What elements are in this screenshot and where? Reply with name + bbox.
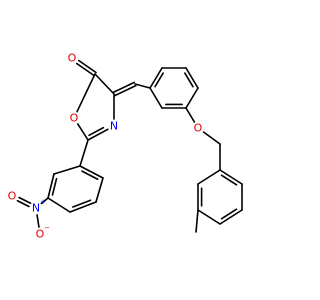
- atom-n-ring: N: [110, 120, 118, 133]
- bond-A4-O_ether: [185, 107, 196, 123]
- bond-B4-B5: [197, 209, 221, 225]
- bond-A6-A1-inner: [154, 72, 164, 88]
- bond-CH-A6: [134, 83, 151, 89]
- bond-O_ring-C5: [76, 73, 96, 113]
- charge-sign: −: [44, 224, 50, 232]
- bond-D1-D2-inner: [81, 170, 99, 181]
- atom-o-nitro-double: O: [8, 190, 17, 203]
- charge-sign: +: [40, 198, 46, 206]
- bond-B1-B2-inner: [220, 174, 238, 186]
- bond-B5-CH3: [195, 209, 199, 233]
- bond-D1-D2: [79, 165, 104, 179]
- bond-C5-O_carbonyl-line1: [77, 59, 97, 74]
- atom-n-nitro: N+: [32, 198, 46, 215]
- bond-B6-B1: [197, 169, 221, 185]
- bond-A6-A1: [149, 67, 163, 89]
- bond-D5-D6-inner: [51, 177, 58, 196]
- bond-N_nitro-O_nitro_double-line2: [16, 199, 30, 208]
- atom-o-carbonyl: O: [68, 52, 77, 65]
- bond-D5-D6: [47, 173, 55, 199]
- atom-label: O: [194, 122, 203, 135]
- atom-o-ether: O: [194, 122, 203, 135]
- bond-C4-CH-line1: [113, 84, 137, 97]
- bond-D4-D5: [47, 197, 71, 213]
- bond-D2-D3: [95, 177, 104, 203]
- bond-D3-D4-inner: [72, 199, 92, 208]
- atom-label: O: [70, 112, 79, 125]
- bond-A2-A3: [185, 67, 199, 89]
- bond-C2-O_ring: [76, 123, 89, 141]
- bond-B3-B4-inner: [220, 208, 238, 220]
- bond-C5-C4: [94, 73, 115, 95]
- bond-N_nitro-O_nitro_minus: [36, 214, 40, 228]
- bond-N_ring-C2-inner: [88, 126, 105, 137]
- atom-o-nitro-minus: O−: [36, 224, 50, 241]
- bond-B1-B2: [219, 169, 243, 185]
- bond-A3-A4: [185, 87, 199, 109]
- bond-B3-B4: [219, 209, 243, 225]
- bond-D5-N_nitro: [40, 197, 49, 205]
- bond-A2-A3-inner: [184, 72, 194, 88]
- bond-C5-O_carbonyl-line2: [75, 62, 95, 77]
- bond-C4-CH-line2: [112, 81, 136, 94]
- bond-A5-A6: [149, 87, 163, 109]
- atom-label: O: [68, 52, 77, 65]
- atom-label: O: [36, 228, 45, 241]
- atom-label: O: [8, 190, 17, 203]
- bond-D6-D1: [53, 165, 81, 175]
- bond-O_ether-CH2: [202, 131, 221, 145]
- bond-C2-D1: [79, 139, 89, 167]
- atom-o-ring: O: [70, 112, 79, 125]
- bond-N_nitro-O_nitro_double-line1: [18, 196, 32, 205]
- bond-N_ring-C2: [87, 128, 109, 141]
- bond-D3-D4: [69, 201, 97, 213]
- bond-layer: [16, 59, 243, 233]
- atom-label: N: [32, 202, 40, 215]
- atom-label: N: [110, 120, 118, 133]
